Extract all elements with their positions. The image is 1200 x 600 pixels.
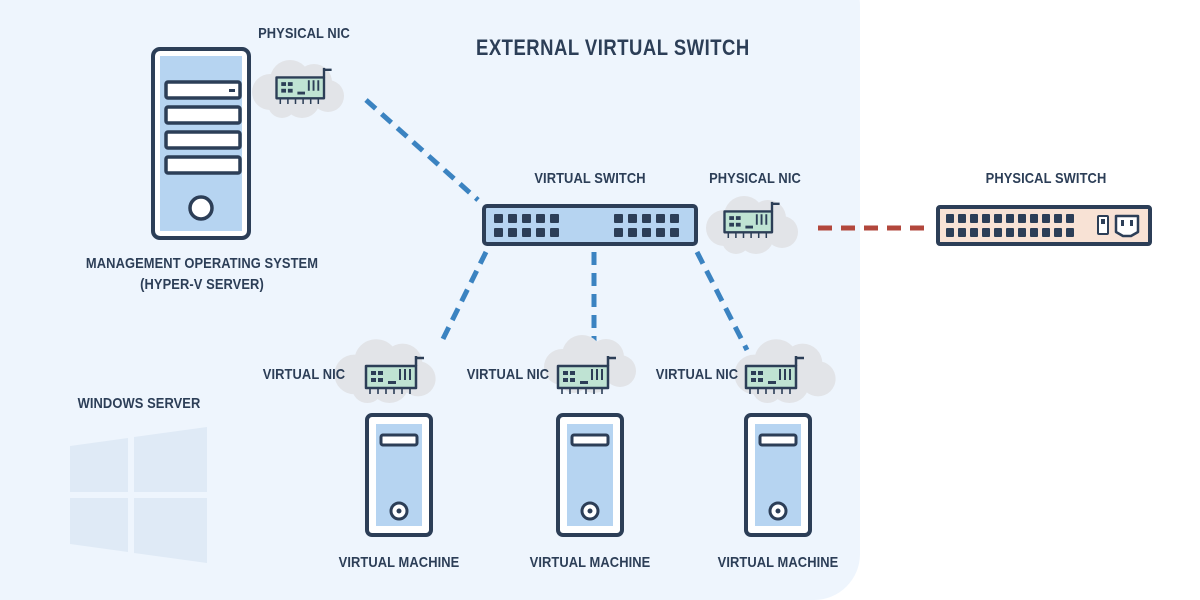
link-physical-nic-to-virtual-switch (364, 98, 480, 202)
virtual-nic-label: VIRTUAL NIC (262, 366, 346, 383)
virtual-machine-icon (365, 413, 433, 537)
link-virtual-switch-to-vm3 (694, 250, 750, 352)
windows-logo-icon (70, 427, 207, 563)
virtual-machine-label: VIRTUAL MACHINE (529, 554, 651, 571)
physical-nic-label: PHYSICAL NIC (709, 170, 801, 187)
virtual-machine-label: VIRTUAL MACHINE (717, 554, 839, 571)
network-card-icon (252, 60, 344, 118)
virtual-machine-icon (556, 413, 624, 537)
management-os-label: MANAGEMENT OPERATING SYSTEM (HYPER-V SER… (82, 253, 323, 295)
network-card-icon (544, 335, 636, 394)
virtual-nic-label: VIRTUAL NIC (466, 366, 550, 383)
server-tower-icon (151, 47, 251, 240)
physical-nic-label: PHYSICAL NIC (258, 25, 350, 42)
virtual-machine-icon (744, 413, 812, 537)
management-os-label-line2: (HYPER-V SERVER) (140, 276, 264, 293)
network-card-icon (734, 339, 836, 403)
network-card-icon (706, 196, 798, 254)
virtual-nic-label: VIRTUAL NIC (655, 366, 739, 383)
windows-server-label: WINDOWS SERVER (77, 395, 201, 412)
network-switch-icon (482, 204, 698, 246)
virtual-machine-label: VIRTUAL MACHINE (338, 554, 460, 571)
link-virtual-switch-to-vm1 (437, 250, 489, 347)
network-switch-icon (936, 205, 1152, 246)
physical-switch-label: PHYSICAL SWITCH (985, 170, 1107, 187)
diagram-title: EXTERNAL VIRTUAL SWITCH (476, 35, 750, 60)
virtual-switch-label: VIRTUAL SWITCH (534, 170, 646, 187)
management-os-label-line1: MANAGEMENT OPERATING SYSTEM (85, 255, 319, 272)
